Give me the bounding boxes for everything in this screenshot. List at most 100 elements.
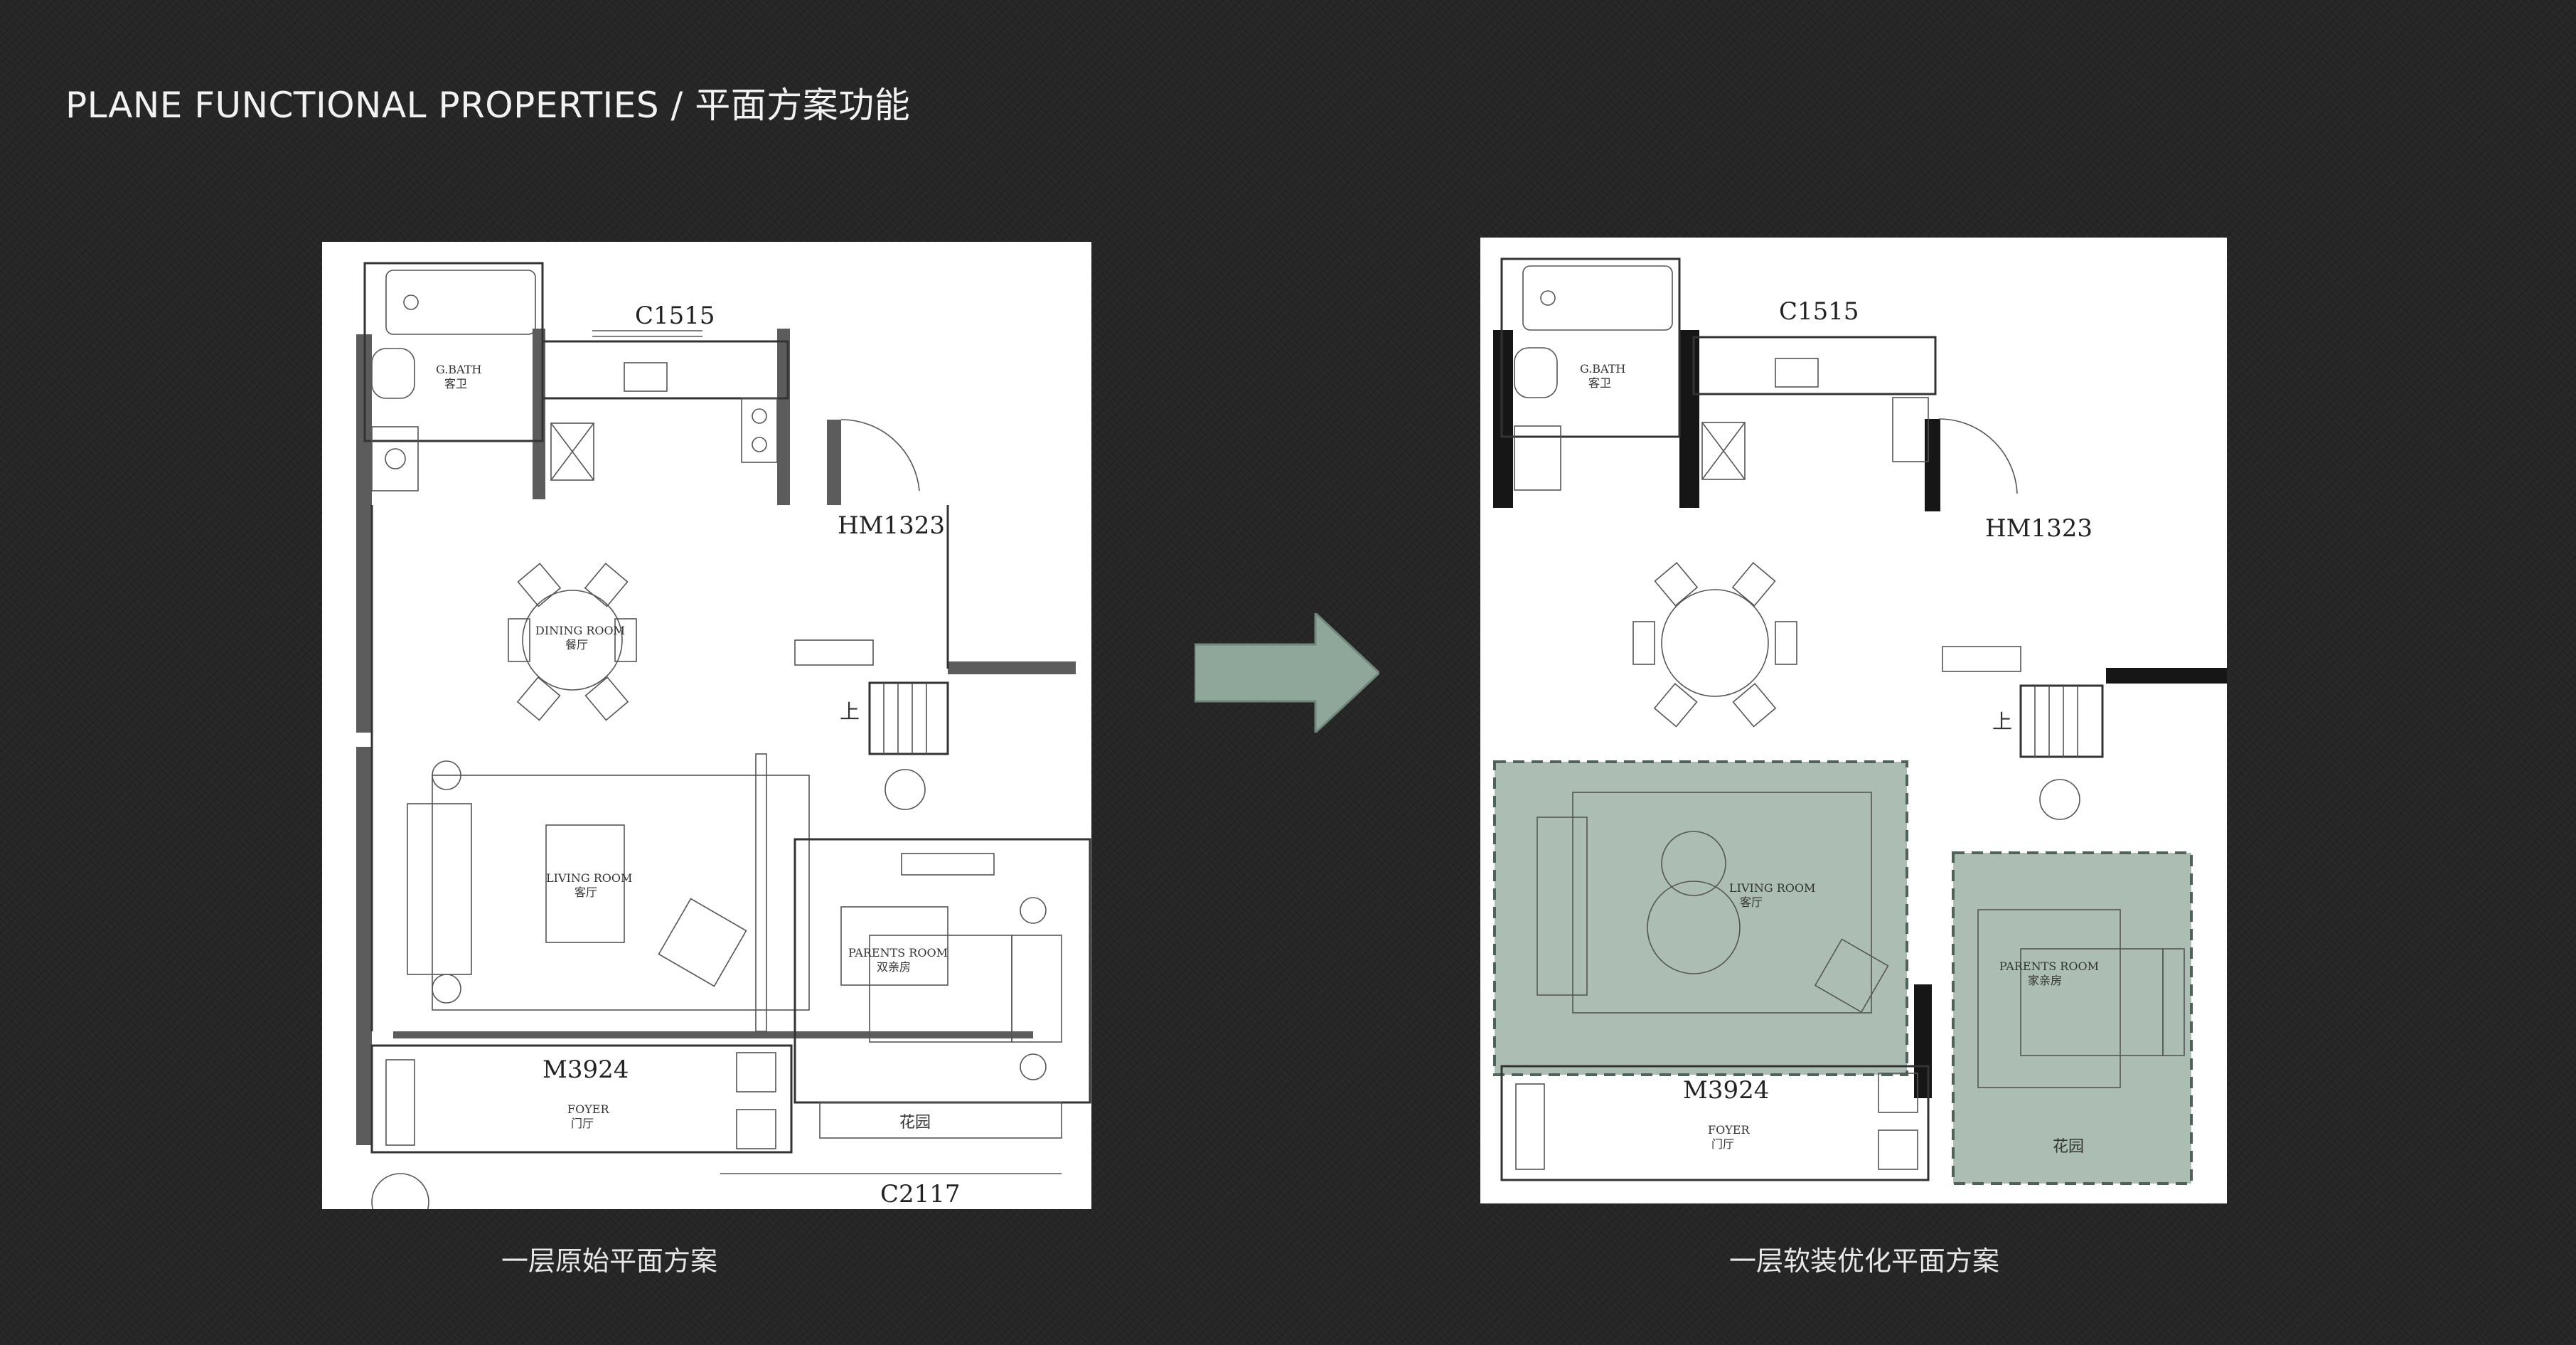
kitchen-counter (541, 340, 789, 400)
kitchen-counter-opt (1692, 336, 1937, 395)
wall-stair-north (948, 661, 1076, 674)
label-m3924: M3924 (543, 1056, 629, 1084)
kitchen-sink-opt (1775, 358, 1819, 388)
chair-w-opt (1632, 621, 1655, 665)
armchair-opt (1814, 938, 1889, 1014)
fridge (550, 422, 594, 481)
living-rug (432, 775, 810, 1011)
dining-table-opt (1661, 589, 1769, 697)
label-gbath-en: G.BATH (436, 363, 481, 376)
foyer-cabinet (736, 1109, 776, 1149)
coffee-table (545, 824, 625, 943)
chair-sw (516, 676, 561, 721)
label-c1515-opt: C1515 (1779, 297, 1859, 326)
chair-ne-opt (1731, 562, 1776, 607)
label-gbath-cn: 客卫 (444, 377, 467, 390)
label-foyer-cn-opt: 门厅 (1711, 1137, 1734, 1151)
round-stool (885, 769, 926, 810)
kitchen-sink (624, 362, 668, 392)
chair-sw-opt (1653, 683, 1698, 728)
label-c1515: C1515 (635, 302, 715, 330)
label-parents-en-opt: PARENTS ROOM (1999, 959, 2099, 973)
label-parents-cn: 双亲房 (877, 960, 911, 974)
shoe-cabinet (385, 1059, 415, 1146)
armchair (658, 898, 747, 987)
tub-drain-opt (1540, 290, 1556, 306)
shoe-cabinet-opt (1515, 1083, 1545, 1170)
fridge-cross-opt-2 (1701, 422, 1746, 480)
label-living-en: LIVING ROOM (546, 871, 632, 885)
burner-1 (752, 408, 767, 424)
optimized-floor-plan: C1515 HM1323 M3924 G.BATH 客卫 LIVING ROOM… (1480, 238, 2227, 1203)
living-zone-highlight (1493, 760, 1908, 1076)
fridge-cross-2 (550, 422, 594, 481)
label-dining-cn: 餐厅 (565, 638, 588, 652)
label-hm1323: HM1323 (838, 511, 945, 540)
label-living-cn-opt: 客厅 (1740, 895, 1763, 909)
label-gbath-en-opt: G.BATH (1580, 362, 1625, 376)
entry-door-swing-opt (1938, 418, 2018, 494)
original-floor-plan: C1515 HM1323 M3924 C2117 G.BATH 客卫 DININ… (322, 242, 1091, 1209)
wall-west (356, 334, 372, 733)
label-garden: 花园 (899, 1114, 931, 1132)
optimized-plan-drawing: C1515 HM1323 M3924 G.BATH 客卫 LIVING ROOM… (1493, 257, 2227, 1185)
garden-bench (819, 1102, 1062, 1139)
fridge-opt (1701, 422, 1746, 480)
sofa-opt (1536, 817, 1588, 996)
tub-drain (403, 294, 419, 310)
living-rug-opt (1572, 792, 1872, 1014)
label-m3924-opt: M3924 (1683, 1076, 1769, 1105)
label-c2117: C2117 (880, 1180, 961, 1208)
wall-west-dark (1493, 330, 1513, 508)
foyer-sink (736, 1052, 776, 1093)
label-stair-up-opt: 上 (1992, 710, 2012, 733)
label-parents-cn-opt: 家亲房 (2028, 974, 2062, 987)
console-table (794, 639, 874, 666)
chair-nw-opt (1654, 562, 1699, 607)
label-hm1323-opt: HM1323 (1985, 514, 2093, 543)
bath-sink-opt (1514, 425, 1561, 491)
foyer-opt (1500, 1065, 1930, 1181)
chair-e-opt (1775, 621, 1797, 665)
label-foyer-cn: 门厅 (571, 1117, 594, 1130)
label-dining-en: DINING ROOM (535, 624, 625, 637)
headboard-opt (2162, 948, 2185, 1056)
wall-entry (827, 420, 841, 505)
burner-2 (752, 437, 767, 452)
foyer-cabinet-opt (1878, 1129, 1918, 1170)
chair-ne (584, 563, 629, 607)
caption-optimized-plan: 一层软装优化平面方案 (1729, 1245, 2000, 1277)
nightstand-1 (1020, 897, 1047, 924)
bathtub-opt (1522, 265, 1673, 331)
label-gbath-cn-opt: 客卫 (1588, 376, 1611, 390)
chair-e (614, 618, 637, 662)
chair-se-opt (1732, 683, 1777, 728)
chair-w (508, 618, 530, 662)
foyer-sink-opt (1878, 1073, 1918, 1113)
side-lamp-2 (432, 974, 461, 1004)
bathtub (385, 270, 536, 335)
caption-original-plan: 一层原始平面方案 (501, 1245, 718, 1277)
sink-bowl (385, 448, 406, 469)
page-title: PLANE FUNCTIONAL PROPERTIES / 平面方案功能 (65, 85, 911, 126)
chair-nw (517, 563, 562, 607)
tv-wall (755, 753, 767, 1032)
label-garden-opt: 花园 (2053, 1138, 2084, 1156)
coffee-table-round-1 (1661, 831, 1726, 896)
label-living-cn: 客厅 (574, 886, 597, 899)
wall-foyer-north (393, 1031, 1033, 1038)
bath-outline (363, 262, 544, 442)
coffee-table-round-2 (1647, 881, 1741, 974)
desk (901, 853, 995, 876)
bath-outline-opt (1500, 257, 1681, 438)
toilet-opt (1514, 347, 1558, 398)
parents-zone-highlight (1952, 851, 2193, 1185)
parents-rug-opt (1977, 909, 2121, 1088)
sofa (407, 803, 472, 975)
label-foyer-en-opt: FOYER (1708, 1123, 1750, 1137)
wall-stair-north-dark (2106, 668, 2227, 684)
headboard (1011, 935, 1062, 1043)
stair (868, 681, 949, 755)
bath-sink (371, 426, 419, 491)
side-lamp-1 (432, 760, 461, 790)
